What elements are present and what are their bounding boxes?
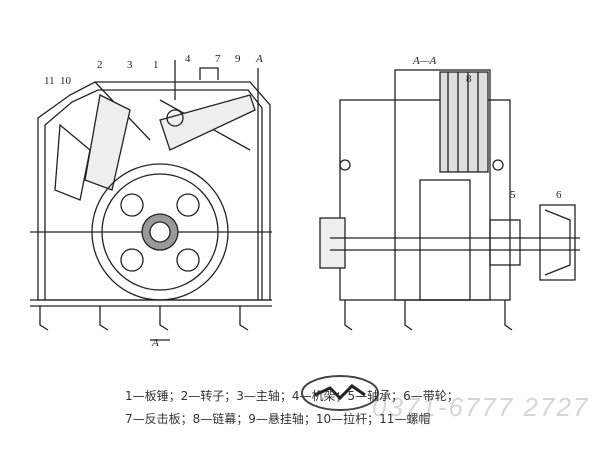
phone-watermark: 0371-6777 2727 [372, 392, 590, 422]
logo-watermark [301, 375, 379, 411]
label-section-aa: A—A [412, 55, 437, 67]
side-view [30, 60, 272, 341]
label-section-a-top: A [255, 53, 263, 65]
legend-line-1: 1—板锤；2—转子；3—主轴；4—机架；5—轴承；6—带轮； [125, 389, 459, 403]
label-5: 5 [510, 189, 516, 201]
label-10: 10 [60, 75, 72, 87]
label-6: 6 [556, 189, 562, 201]
label-section-a-bottom: A [151, 337, 159, 349]
label-4: 4 [185, 53, 191, 65]
label-7: 7 [215, 53, 221, 65]
legend-line-2: 7—反击板；8—链幕；9—悬挂轴；10—拉杆；11—螺帽 [125, 412, 431, 426]
label-2: 2 [97, 59, 103, 71]
logo-mark [314, 384, 366, 401]
label-9: 9 [235, 53, 241, 65]
side-view-labels: 11 10 2 3 1 4 7 9 A A [44, 53, 263, 349]
label-3: 3 [127, 59, 133, 71]
section-view-labels: A—A 8 5 6 [412, 55, 562, 201]
section-view [319, 69, 580, 331]
label-11: 11 [44, 75, 55, 87]
label-8: 8 [466, 73, 472, 85]
label-1: 1 [153, 59, 159, 71]
